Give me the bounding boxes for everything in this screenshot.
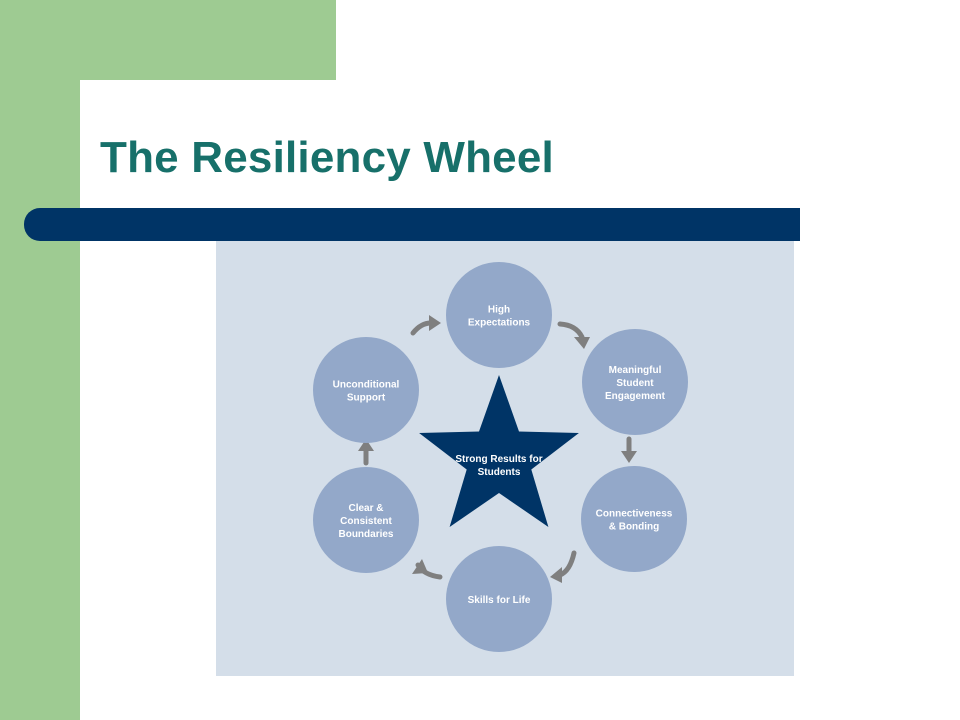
arrow-boundaries-to-support [358,439,374,466]
node-circle [582,329,688,435]
arrow-connect-to-skills [550,550,577,583]
content-corner [80,80,140,140]
arrow-skills-to-boundaries [412,559,443,580]
arrow-support-to-high [410,315,441,336]
node-connectiveness-bonding: Connectiveness& Bonding [581,466,687,572]
node-circle [446,546,552,652]
title-rule [24,208,800,241]
node-label: Connectiveness& Bonding [596,509,673,533]
node-circle [446,262,552,368]
star-shape [419,375,579,527]
slide-title: The Resiliency Wheel [100,133,554,182]
left-green-band [0,0,80,720]
arrow-engagement-to-connect [621,436,637,463]
arrow-high-to-engagement [557,321,590,349]
node-circle [313,337,419,443]
node-skills-for-life: Skills for Life [446,546,552,652]
wheel-arrows [358,315,637,583]
node-circle [313,467,419,573]
node-circle [581,466,687,572]
top-green-band [80,0,336,80]
node-label: Skills for Life [468,595,531,606]
